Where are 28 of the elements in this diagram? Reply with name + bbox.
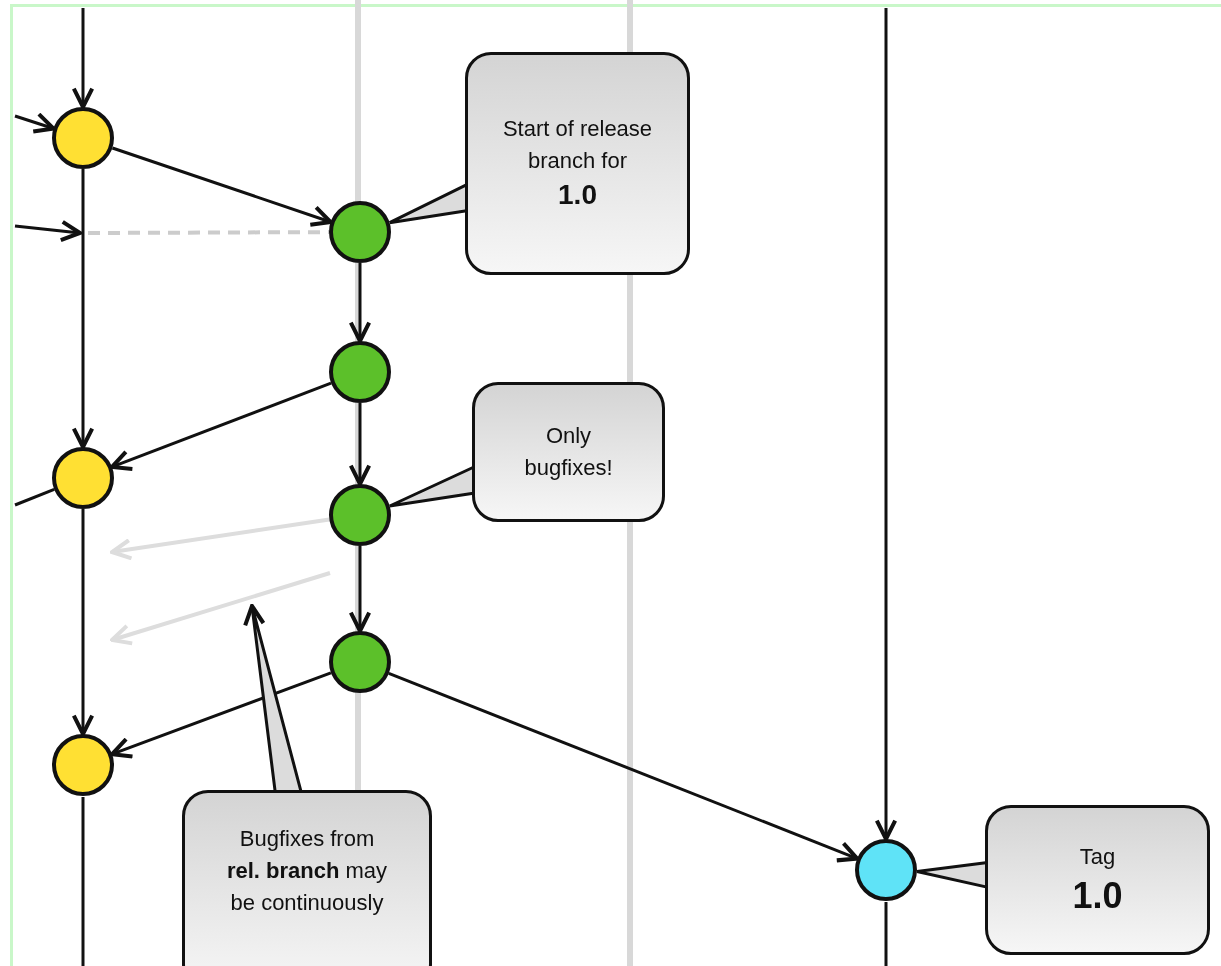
callout-text: Start of release branch for	[502, 115, 653, 176]
version-number: 1.0	[558, 178, 597, 213]
commit-circle	[329, 484, 391, 546]
arrow	[348, 546, 372, 633]
arrow	[71, 509, 95, 736]
speech-bubble	[182, 790, 432, 966]
faded-arrow	[110, 517, 330, 561]
dashed-line	[88, 230, 329, 235]
arrow	[14, 112, 56, 134]
arrow	[348, 263, 372, 343]
speech-bubble	[465, 52, 690, 275]
callout-text: Only bugfixes!	[523, 422, 614, 482]
arrow	[111, 146, 333, 227]
speech-bubble	[985, 805, 1210, 955]
arrow	[71, 8, 95, 109]
arrow	[71, 169, 95, 449]
callout-text: Bugfixes from rel. branch may be continuously	[225, 825, 389, 917]
commit-circle	[52, 447, 114, 509]
speech-bubble	[472, 382, 665, 522]
arrow	[388, 672, 860, 863]
arrow	[110, 671, 332, 759]
commit-circle	[52, 734, 114, 796]
arrow	[348, 403, 372, 486]
connector-line	[14, 488, 55, 507]
arrow	[874, 8, 898, 841]
arrow	[110, 381, 332, 471]
callout-text: Tag	[1079, 842, 1116, 871]
version-number: 1.0	[1072, 873, 1123, 918]
